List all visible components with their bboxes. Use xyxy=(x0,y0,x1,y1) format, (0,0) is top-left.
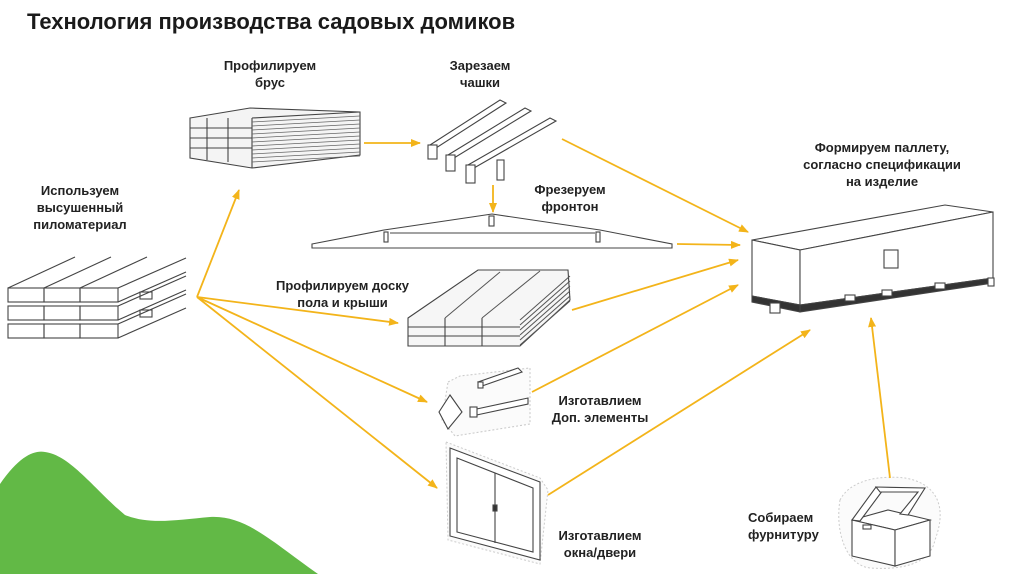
step-label-lumber: Используем высушенный пиломатериал xyxy=(33,183,127,232)
hardware-box-illustration xyxy=(838,476,941,569)
gable-truss-illustration xyxy=(311,213,673,249)
arrow-hardware-to-pallet xyxy=(868,317,891,479)
step-label-pallet: Формируем паллету, согласно спецификации… xyxy=(803,140,961,189)
flow-arrows xyxy=(196,138,891,496)
arrow-lumber-to-boards xyxy=(196,296,399,326)
arrow-lumber-to-windows xyxy=(196,296,438,489)
arrow-extras-to-pallet xyxy=(531,284,739,393)
extra-elements-illustration xyxy=(438,367,531,437)
step-label-profile-beam: Профилируем брус xyxy=(223,58,317,90)
notched-beams-illustration xyxy=(427,99,558,184)
floor-roof-boards-illustration xyxy=(407,269,571,347)
step-label-windows: Изготавлием окна/двери xyxy=(558,528,642,560)
green-hill-decoration xyxy=(0,451,318,574)
step-label-notches: Зарезаем чашки xyxy=(449,58,511,90)
window-door-illustration xyxy=(445,441,549,565)
arrow-lumber-to-extras xyxy=(196,296,428,403)
step-label-hardware: Собираем фурнитуру xyxy=(748,510,819,542)
step-label-extras: Изготавлием Доп. элементы xyxy=(551,393,649,425)
profiled-beam-illustration xyxy=(189,107,361,169)
lumber-stack-illustration xyxy=(7,256,187,339)
step-label-gable: Фрезеруем фронтон xyxy=(534,182,606,214)
arrow-notches-to-pallet xyxy=(561,138,749,233)
arrow-lumber-to-beam xyxy=(196,189,240,298)
pallet-illustration xyxy=(751,204,995,314)
page-title: Технология производства садовых домиков xyxy=(27,9,516,34)
arrow-boards-to-pallet xyxy=(571,258,739,311)
step-label-boards: Профилируем доску пола и крыши xyxy=(276,278,409,310)
arrow-gable-to-pallet xyxy=(676,240,741,249)
arrow-windows-to-pallet xyxy=(547,329,811,496)
